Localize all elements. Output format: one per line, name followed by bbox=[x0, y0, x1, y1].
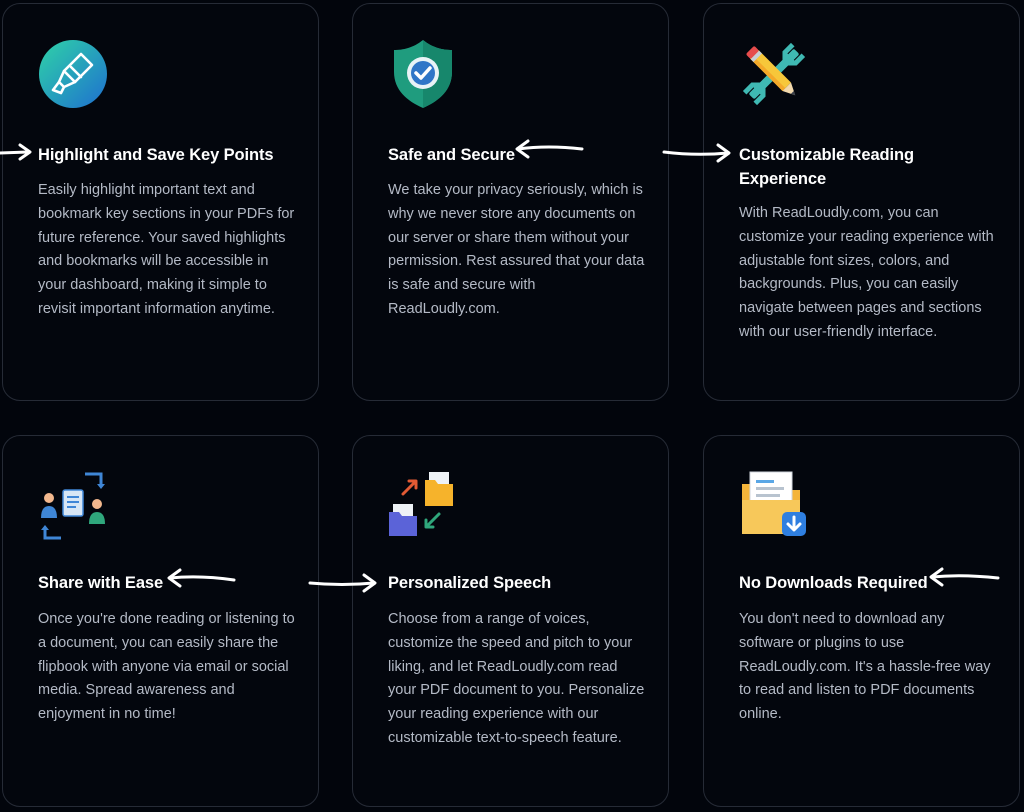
card-description: Easily highlight important text and book… bbox=[38, 182, 295, 317]
card-title: Customizable Reading Experience bbox=[739, 146, 914, 188]
folder-download-icon bbox=[742, 471, 806, 536]
card-title: Safe and Secure bbox=[388, 146, 515, 164]
feature-card-speech: Personalized Speech Choose from a range … bbox=[352, 435, 669, 807]
arrow-right-icon bbox=[0, 143, 32, 161]
arrow-left-icon bbox=[515, 139, 584, 159]
feature-card-customizable: Customizable Reading Experience With Rea… bbox=[703, 3, 1020, 401]
pencil-wrench-icon bbox=[742, 42, 806, 106]
card-description: We take your privacy seriously, which is… bbox=[388, 182, 645, 317]
arrow-left-icon bbox=[167, 568, 236, 588]
arrow-right-icon bbox=[308, 573, 377, 593]
folder-exchange-icon bbox=[389, 472, 453, 536]
card-title: Highlight and Save Key Points bbox=[38, 146, 274, 164]
card-title: Share with Ease bbox=[38, 574, 164, 592]
shield-check-icon bbox=[394, 40, 452, 108]
card-title: Personalized Speech bbox=[388, 574, 552, 592]
arrow-left-icon bbox=[929, 567, 1000, 587]
card-description: With ReadLoudly.com, you can customize y… bbox=[739, 205, 994, 340]
feature-card-no-downloads: No Downloads Required You don't need to … bbox=[703, 435, 1020, 807]
highlighter-icon bbox=[39, 40, 107, 108]
feature-card-share: Share with Ease Once you're done reading… bbox=[2, 435, 319, 807]
share-document-icon bbox=[41, 472, 105, 540]
arrow-right-icon bbox=[662, 143, 731, 163]
feature-card-secure: Safe and Secure We take your privacy ser… bbox=[352, 3, 669, 401]
card-title: No Downloads Required bbox=[739, 574, 928, 592]
feature-card-highlight: Highlight and Save Key Points Easily hig… bbox=[2, 3, 319, 401]
card-description: You don't need to download any software … bbox=[739, 611, 991, 723]
card-description: Once you're done reading or listening to… bbox=[38, 611, 295, 723]
card-description: Choose from a range of voices, customize… bbox=[388, 611, 645, 746]
